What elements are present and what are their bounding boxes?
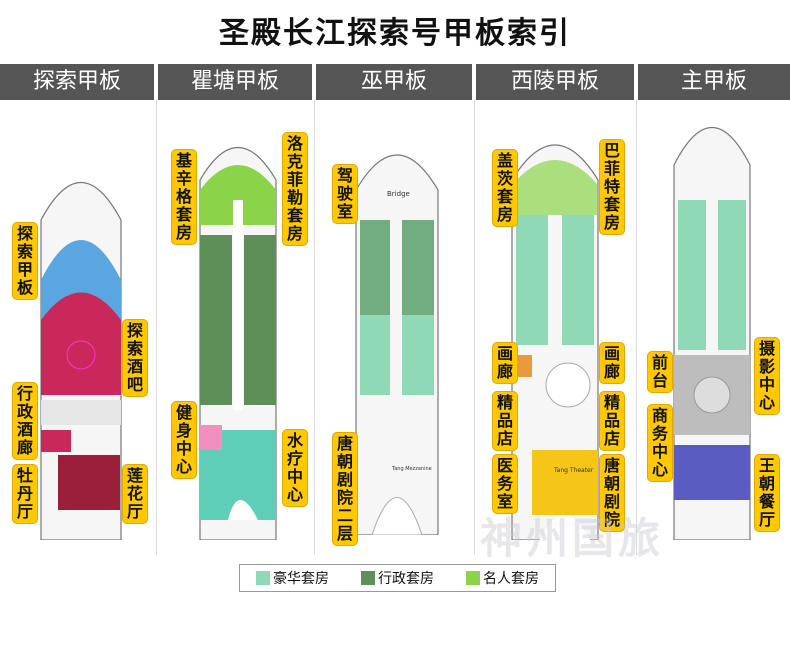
legend-swatch <box>361 571 375 585</box>
legend-label: 行政套房 <box>378 571 434 587</box>
label-gallery-left: 画廊 <box>493 343 517 383</box>
main-deck-plan <box>673 126 751 540</box>
label-gym: 健身中心 <box>172 402 196 478</box>
tang-theater-text: Tang Theater <box>553 467 594 474</box>
legend-label: 豪华套房 <box>273 571 329 587</box>
label-business-center: 商务中心 <box>648 405 672 481</box>
label-spa: 水疗中心 <box>283 430 307 506</box>
label-clinic: 医务室 <box>493 455 517 513</box>
label-explore-bar: 探索酒吧 <box>123 320 147 396</box>
qutang-deck-plan <box>199 146 277 540</box>
label-rockefeller-suite: 洛克菲勒套房 <box>283 133 307 245</box>
label-royal-restaurant: 王朝餐厅 <box>755 455 779 531</box>
label-tang-theater-2f: 唐朝剧院二层 <box>333 433 357 545</box>
xiling-deck-plan: Tang Theater <box>511 144 599 540</box>
deck-header-xiling: 西陵甲板 <box>476 64 634 100</box>
label-photo-center: 摄影中心 <box>755 338 779 414</box>
label-peony-hall: 牡丹厅 <box>13 465 37 523</box>
label-boutique-right: 精品店 <box>600 392 624 450</box>
bridge-text: Bridge <box>387 190 410 198</box>
deck-header-wu: 巫甲板 <box>316 64 472 100</box>
page-title: 圣殿长江探索号甲板索引 <box>219 16 571 51</box>
legend-item: 名人套房 <box>466 568 539 588</box>
label-tang-theater: 唐朝剧院 <box>600 455 624 531</box>
legend-swatch <box>256 571 270 585</box>
column-divider <box>636 100 637 555</box>
wu-deck-plan: Bridge Tang Mezzanine <box>355 154 439 535</box>
label-boutique-left: 精品店 <box>493 392 517 450</box>
explore-deck-plan <box>40 181 122 540</box>
label-lotus-hall: 莲花厅 <box>123 465 147 523</box>
column-divider <box>474 100 475 555</box>
watermark: 神州国旅 <box>480 514 665 563</box>
legend-label: 名人套房 <box>483 571 539 587</box>
tang-mezzanine-text: Tang Mezzanine <box>391 466 432 472</box>
label-exec-lounge: 行政酒廊 <box>13 383 37 459</box>
label-front-desk: 前台 <box>648 352 672 392</box>
label-gallery-right: 画廊 <box>600 343 624 383</box>
label-explore-deck: 探索甲板 <box>13 223 37 299</box>
label-kissinger-suite: 基辛格套房 <box>172 150 196 244</box>
column-divider <box>156 100 157 555</box>
deck-header-qutang: 瞿塘甲板 <box>158 64 312 100</box>
legend-item: 行政套房 <box>361 568 434 588</box>
deck-header-main: 主甲板 <box>638 64 790 100</box>
label-gates-suite: 盖茨套房 <box>493 150 517 226</box>
column-divider <box>314 100 315 555</box>
legend-item: 豪华套房 <box>256 568 329 588</box>
legend-swatch <box>466 571 480 585</box>
legend: 豪华套房 行政套房 名人套房 <box>239 564 556 592</box>
label-buffett-suite: 巴菲特套房 <box>600 140 624 234</box>
label-bridge: 驾驶室 <box>333 165 357 223</box>
deck-header-explore: 探索甲板 <box>0 64 154 100</box>
